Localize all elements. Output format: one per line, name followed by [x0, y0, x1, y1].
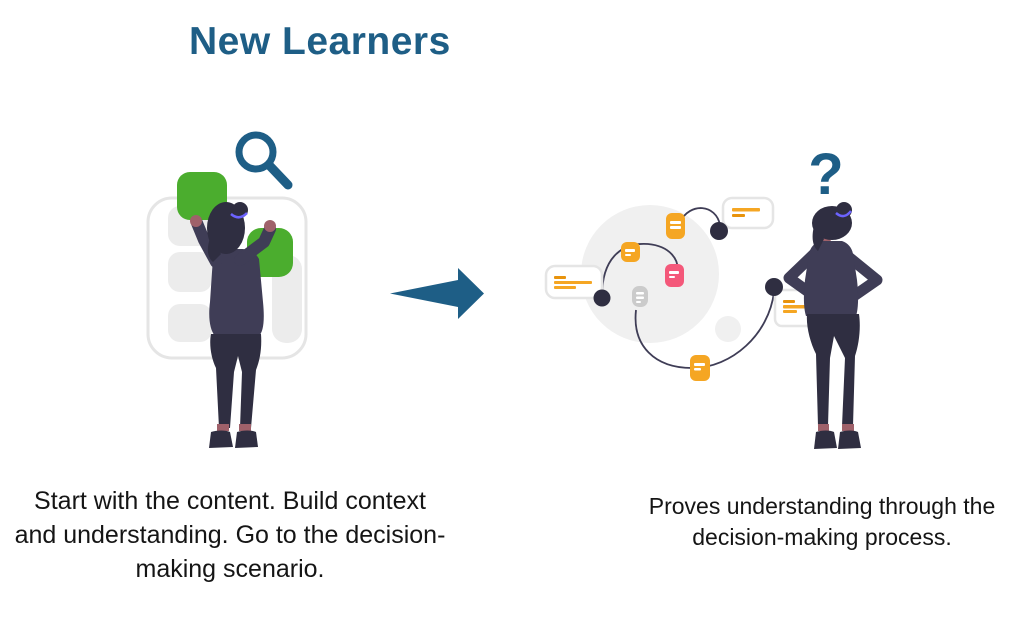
page-title: New Learners: [189, 20, 451, 63]
person-right: [783, 202, 883, 449]
right-illustration: ?: [544, 142, 883, 449]
speech-bubble: [544, 264, 604, 300]
process-circle: [581, 205, 719, 343]
person-left: [190, 202, 276, 448]
process-circle-small: [715, 316, 741, 342]
right-caption: Proves understanding through the decisio…: [648, 493, 996, 550]
document-icon: [632, 286, 648, 307]
node-dot: [710, 222, 728, 240]
search-icon: [235, 131, 293, 190]
node-dot: [593, 289, 611, 307]
left-illustration: [146, 131, 308, 448]
document-icon: [690, 355, 710, 381]
document-icon: [666, 213, 685, 239]
document-icon: [665, 264, 684, 287]
right-arrow-icon: [390, 268, 484, 319]
speech-bubble: [721, 196, 775, 230]
question-mark-icon: ?: [808, 142, 843, 207]
left-caption: Start with the content. Build context an…: [14, 487, 446, 583]
document-icon: [621, 242, 640, 262]
node-dot: [765, 278, 783, 296]
